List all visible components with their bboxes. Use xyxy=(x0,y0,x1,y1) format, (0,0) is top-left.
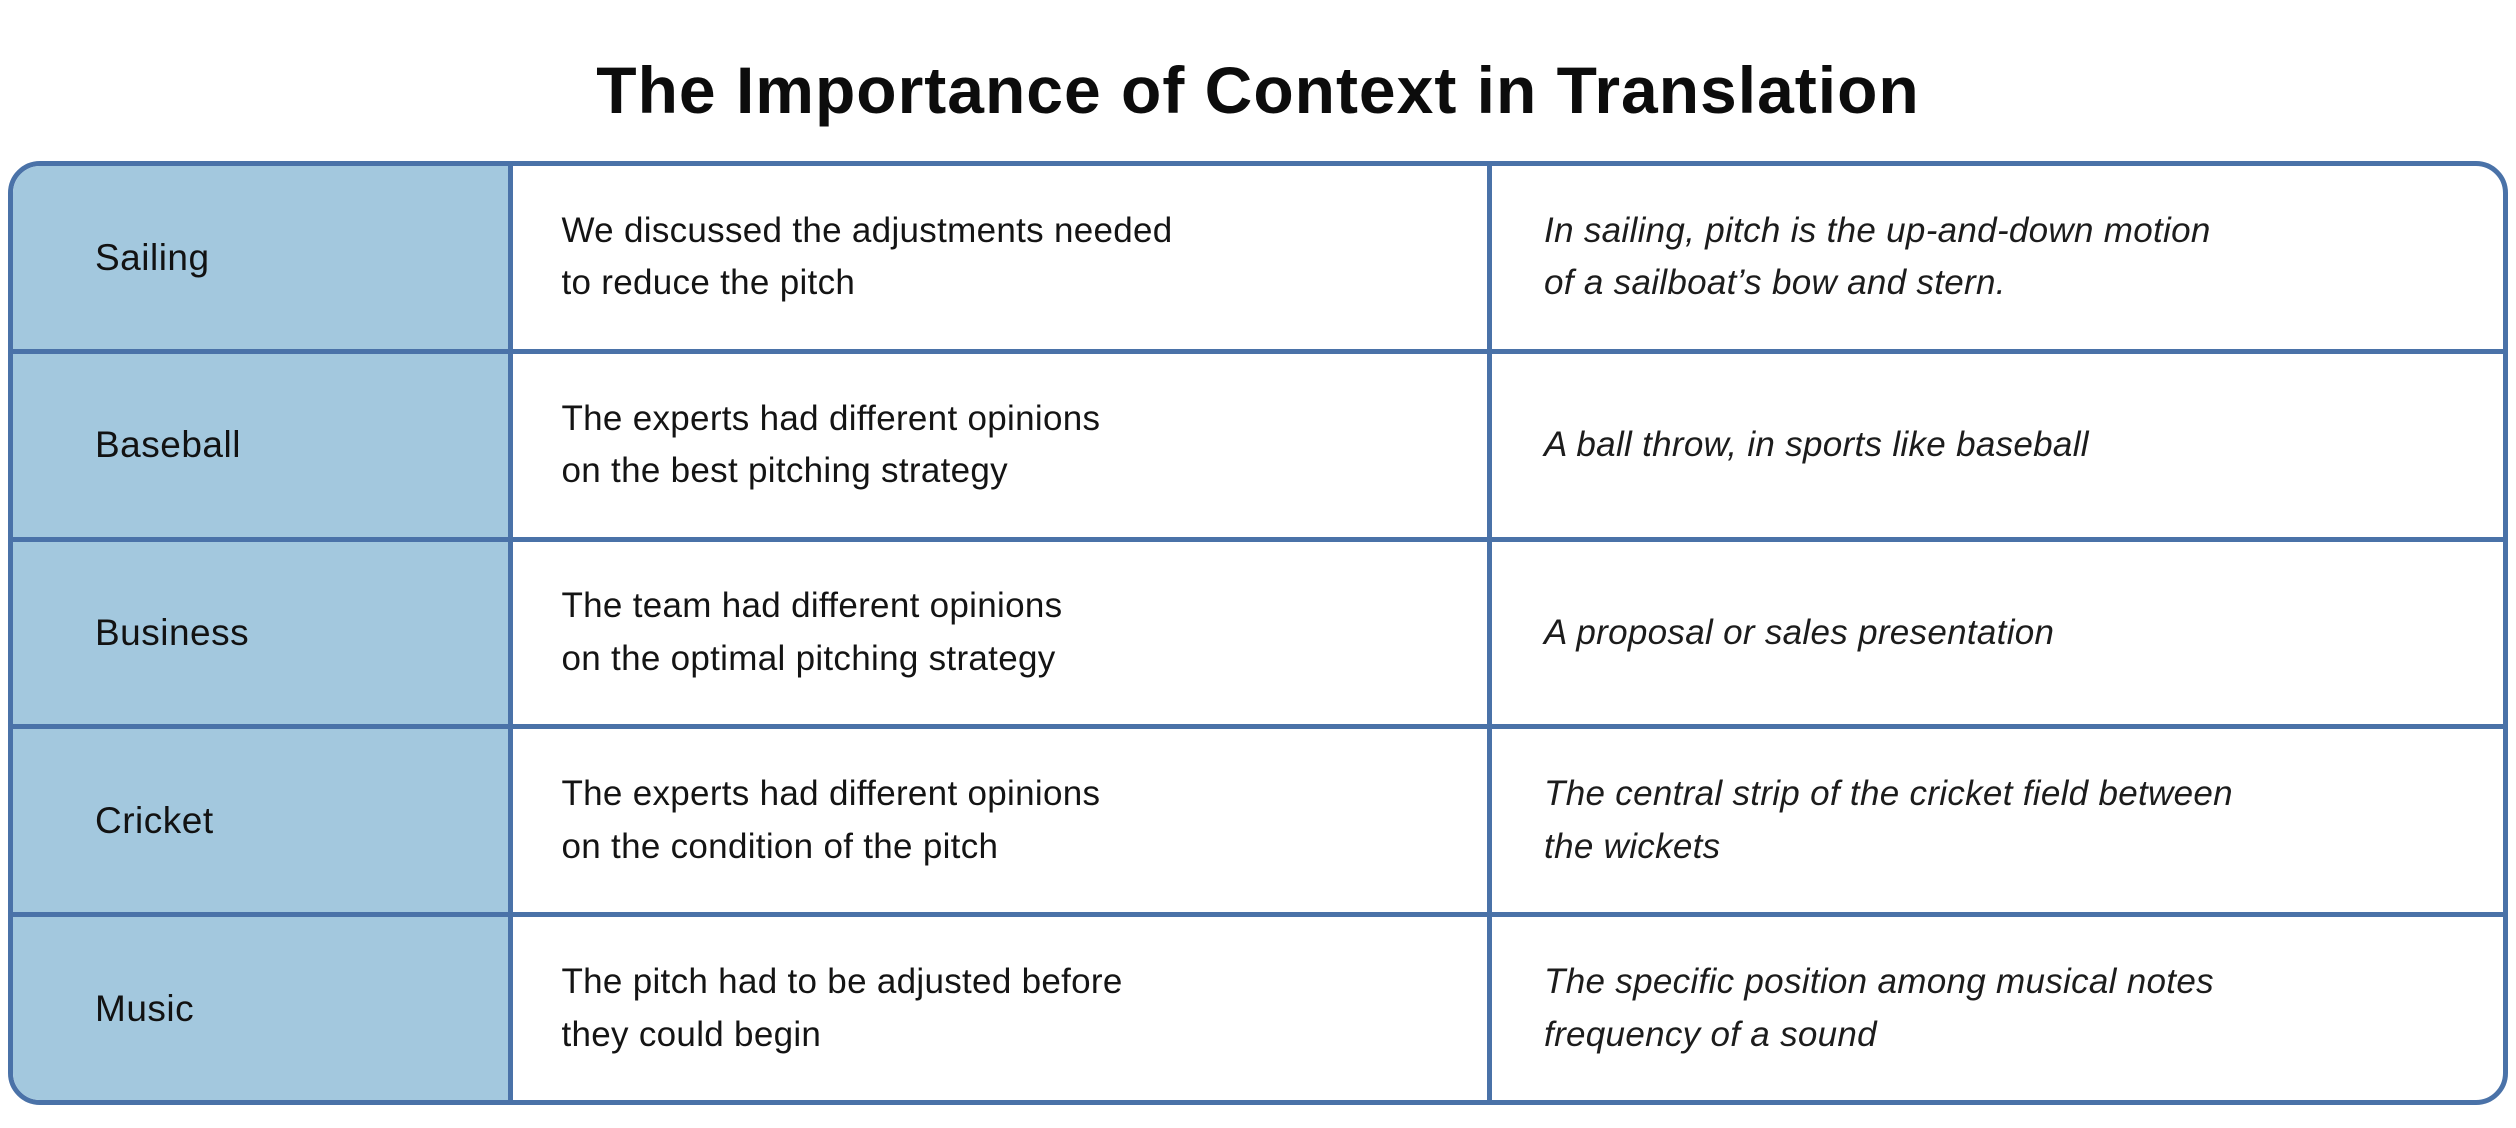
table-row: Business The team had different opinions… xyxy=(13,541,2503,730)
context-translation-table: Sailing We discussed the adjustments nee… xyxy=(8,161,2508,1105)
category-cell: Business xyxy=(13,541,514,725)
category-label: Baseball xyxy=(95,424,241,466)
category-label: Cricket xyxy=(95,800,214,842)
example-sentence-text: The experts had different opinions on th… xyxy=(561,398,1101,491)
category-label: Music xyxy=(95,987,195,1029)
example-sentence-text: We discussed the adjustments needed to r… xyxy=(561,210,1173,303)
example-sentence-cell: The team had different opinions on the o… xyxy=(513,541,1493,725)
contextual-meaning-text: In sailing, pitch is the up-and-down mot… xyxy=(1544,210,2211,303)
example-sentence-text: The team had different opinions on the o… xyxy=(561,586,1063,678)
category-cell: Sailing xyxy=(13,166,514,349)
table-row: Baseball The experts had different opini… xyxy=(13,353,2503,542)
contextual-meaning-cell: The specific position among musical note… xyxy=(1492,917,2503,1100)
example-sentence-cell: The pitch had to be adjusted before they… xyxy=(513,917,1493,1100)
contextual-meaning-text: The central strip of the cricket field b… xyxy=(1544,774,2233,866)
contextual-meaning-text: A ball throw, in sports like baseball xyxy=(1544,424,2089,464)
example-sentence-text: The pitch had to be adjusted before they… xyxy=(561,962,1123,1054)
category-cell: Music xyxy=(13,917,514,1100)
category-label: Business xyxy=(95,612,250,654)
example-sentence-cell: We discussed the adjustments needed to r… xyxy=(513,166,1493,349)
table-row: Cricket The experts had different opinio… xyxy=(13,729,2503,918)
contextual-meaning-cell: In sailing, pitch is the up-and-down mot… xyxy=(1492,166,2503,349)
example-sentence-cell: The experts had different opinions on th… xyxy=(513,729,1493,913)
contextual-meaning-cell: A ball throw, in sports like baseball xyxy=(1492,354,2503,537)
table-row: Music The pitch had to be adjusted befor… xyxy=(13,917,2503,1100)
category-cell: Cricket xyxy=(13,729,514,913)
example-sentence-cell: The experts had different opinions on th… xyxy=(513,353,1493,537)
contextual-meaning-cell: A proposal or sales presentation xyxy=(1492,542,2503,725)
example-sentence-text: The experts had different opinions on th… xyxy=(561,774,1101,866)
category-cell: Baseball xyxy=(13,353,514,537)
contextual-meaning-cell: The central strip of the cricket field b… xyxy=(1492,729,2503,912)
contextual-meaning-text: The specific position among musical note… xyxy=(1544,962,2214,1054)
page-title: The Importance of Context in Translation xyxy=(596,53,1920,128)
table-row: Sailing We discussed the adjustments nee… xyxy=(13,166,2503,354)
category-label: Sailing xyxy=(95,236,210,278)
contextual-meaning-text: A proposal or sales presentation xyxy=(1544,612,2055,652)
